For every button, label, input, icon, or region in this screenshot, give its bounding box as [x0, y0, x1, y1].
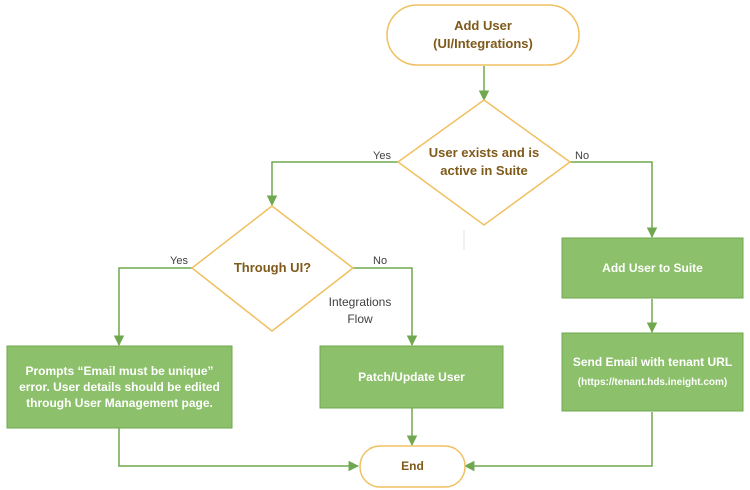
integrations-flow-note: Integrations Flow [320, 294, 400, 329]
arrow-decision-yes [266, 161, 398, 207]
integrations-line1: Integrations [328, 295, 392, 309]
start-terminal-label: Add User (UI/Integrations) [387, 5, 579, 65]
add-user-suite-box [561, 237, 744, 299]
decision-user-exists-label: User exists and is active in Suite [400, 130, 568, 194]
yes-label-ui: Yes [170, 255, 188, 267]
integrations-line2: Flow [347, 312, 373, 327]
decision-exists-line1: User exists and is [428, 145, 540, 161]
end-terminal-label: End [360, 446, 465, 487]
arrow-decision-no [570, 161, 658, 239]
error-line2: error. User details should be edited [19, 379, 220, 394]
no-label-ui: No [373, 255, 388, 267]
send-email-box [561, 332, 744, 412]
error-line1: Prompts “Email must be unique” [25, 363, 214, 378]
decision-through-ui-label: Through UI? [200, 255, 345, 281]
arrow-error-to-end [118, 428, 360, 472]
add-user-suite-text: Add User to Suite [602, 260, 703, 275]
no-label-exists: No [575, 150, 590, 162]
start-label-line1: Add User [454, 18, 512, 34]
send-email-url: (https://tenant.hds.ineight.com) [577, 377, 728, 389]
end-terminal-shape [359, 445, 466, 488]
arrow-ui-no [353, 267, 418, 347]
decision-user-exists-shape [396, 99, 572, 226]
send-email-line1: Send Email with tenant URL [572, 355, 733, 370]
start-label-line2: (UI/Integrations) [433, 36, 533, 51]
patch-user-box [319, 345, 504, 409]
arrow-email-to-end [463, 412, 653, 472]
add-user-suite-label: Add User to Suite [562, 238, 743, 298]
decision-through-ui-shape [190, 205, 355, 332]
error-box [6, 345, 233, 429]
patch-user-label: Patch/Update User [320, 346, 503, 408]
decision-exists-line2: active in Suite [440, 163, 528, 178]
patch-user-text: Patch/Update User [358, 369, 465, 384]
end-text: End [401, 459, 424, 474]
send-email-label: Send Email with tenant URL (https://tena… [562, 333, 743, 411]
error-box-label: Prompts “Email must be unique” error. Us… [7, 346, 232, 428]
yes-label-exists: Yes [373, 150, 391, 162]
decision-ui-text: Through UI? [233, 260, 312, 276]
start-terminal-shape [386, 4, 580, 66]
error-line3: through User Management page. [26, 396, 213, 411]
arrow-ui-yes [113, 267, 192, 347]
